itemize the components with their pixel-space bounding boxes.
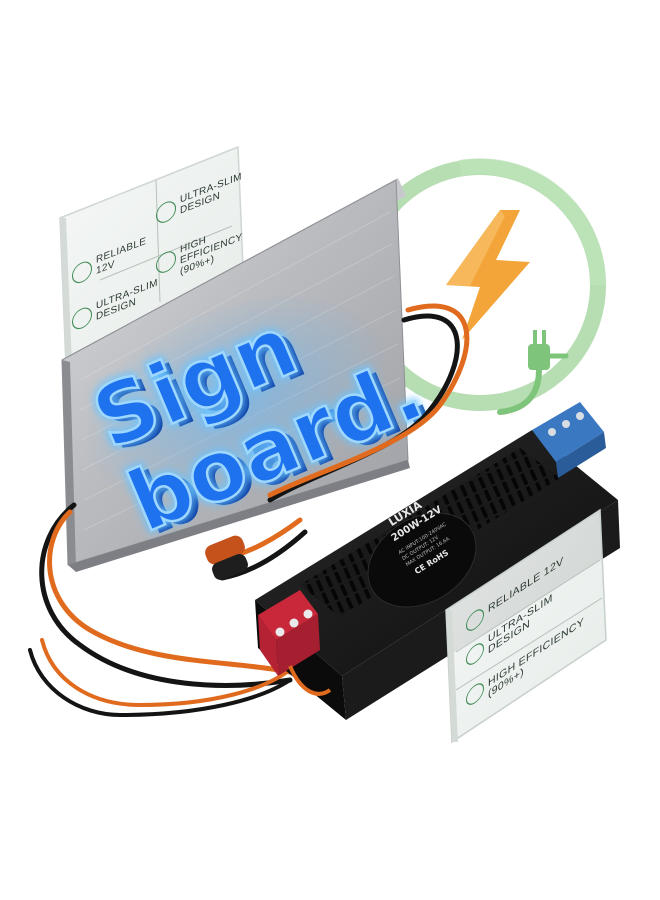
feature-label-reliable: RELIABLE 12V [96,235,147,277]
feature-label-slim-2: ULTRA-SLIM DESIGN [96,277,158,323]
feature-card-front [445,508,607,744]
feature-shield-icon [72,258,92,287]
feature-label-efficiency: HIGH EFFICIENCY (90%+) [180,231,243,278]
plug-icon [497,330,569,415]
lightning-bolt-icon [446,210,530,340]
feature-arrows-icon [72,304,92,333]
feature-slim-box-icon [156,198,176,226]
front-arrows-icon [466,639,484,669]
feature-efficiency-icon [156,248,176,276]
front-shield-icon [466,605,484,635]
wires [28,303,470,718]
inline-connector [205,535,248,580]
front-efficiency-icon [466,679,484,709]
sign-glow [82,293,388,507]
feature-label-slim-1: ULTRA-SLIM DESIGN [180,171,242,217]
